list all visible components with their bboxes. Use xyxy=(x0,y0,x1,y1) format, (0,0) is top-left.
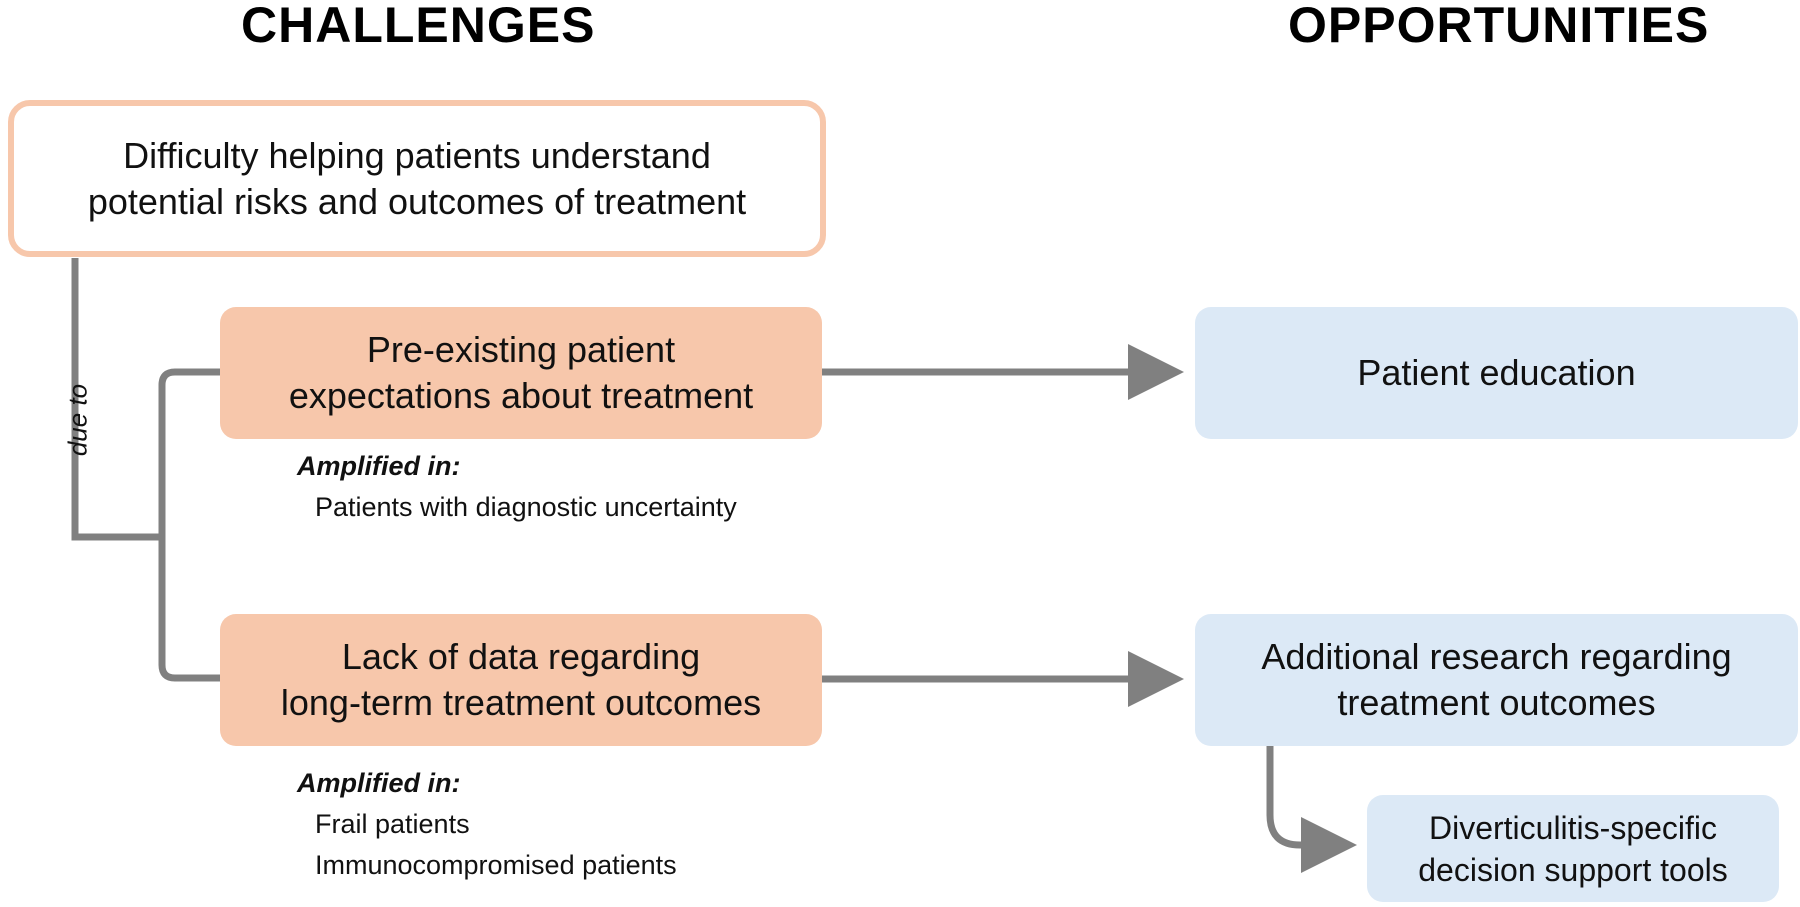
main-challenge-box: Difficulty helping patients understand p… xyxy=(8,100,826,257)
amplified-heading: Amplified in: xyxy=(297,451,461,481)
challenge-line: long-term treatment outcomes xyxy=(280,682,762,723)
opportunities-heading: OPPORTUNITIES xyxy=(1288,0,1710,53)
amplified-item: Frail patients xyxy=(315,809,470,839)
challenges-heading: CHALLENGES xyxy=(241,0,596,53)
amplified-item: Immunocompromised patients xyxy=(315,850,677,880)
arrow-opportunity2-to-opportunity3 xyxy=(1266,746,1357,873)
challenge-line: Pre-existing patient xyxy=(366,329,676,370)
challenge-box-expectations: Pre-existing patient expectations about … xyxy=(220,307,822,439)
challenge-line: expectations about treatment xyxy=(288,375,754,416)
opportunity-line: treatment outcomes xyxy=(1337,682,1656,723)
opportunity-box-patient-education: Patient education xyxy=(1195,307,1798,439)
amplified-heading: Amplified in: xyxy=(297,768,461,798)
amplified-item: Patients with diagnostic uncertainty xyxy=(315,492,737,522)
main-challenge-line: potential risks and outcomes of treatmen… xyxy=(87,180,747,222)
challenge-box-lack-of-data: Lack of data regarding long-term treatme… xyxy=(220,614,822,746)
due-to-connector-line xyxy=(71,258,160,541)
opportunity-box-additional-research: Additional research regarding treatment … xyxy=(1195,614,1798,746)
due-to-label: due to xyxy=(62,383,93,457)
opportunity-line: decision support tools xyxy=(1418,851,1728,888)
main-challenge-line: Difficulty helping patients understand xyxy=(123,134,711,176)
opportunity-box-decision-support: Diverticulitis-specific decision support… xyxy=(1367,795,1779,902)
opportunity-line: Patient education xyxy=(1357,352,1636,393)
opportunity-line: Additional research regarding xyxy=(1261,636,1732,677)
challenge-line: Lack of data regarding xyxy=(341,636,701,677)
opportunity-line: Diverticulitis-specific xyxy=(1428,809,1718,846)
challenge-bracket xyxy=(158,368,220,682)
